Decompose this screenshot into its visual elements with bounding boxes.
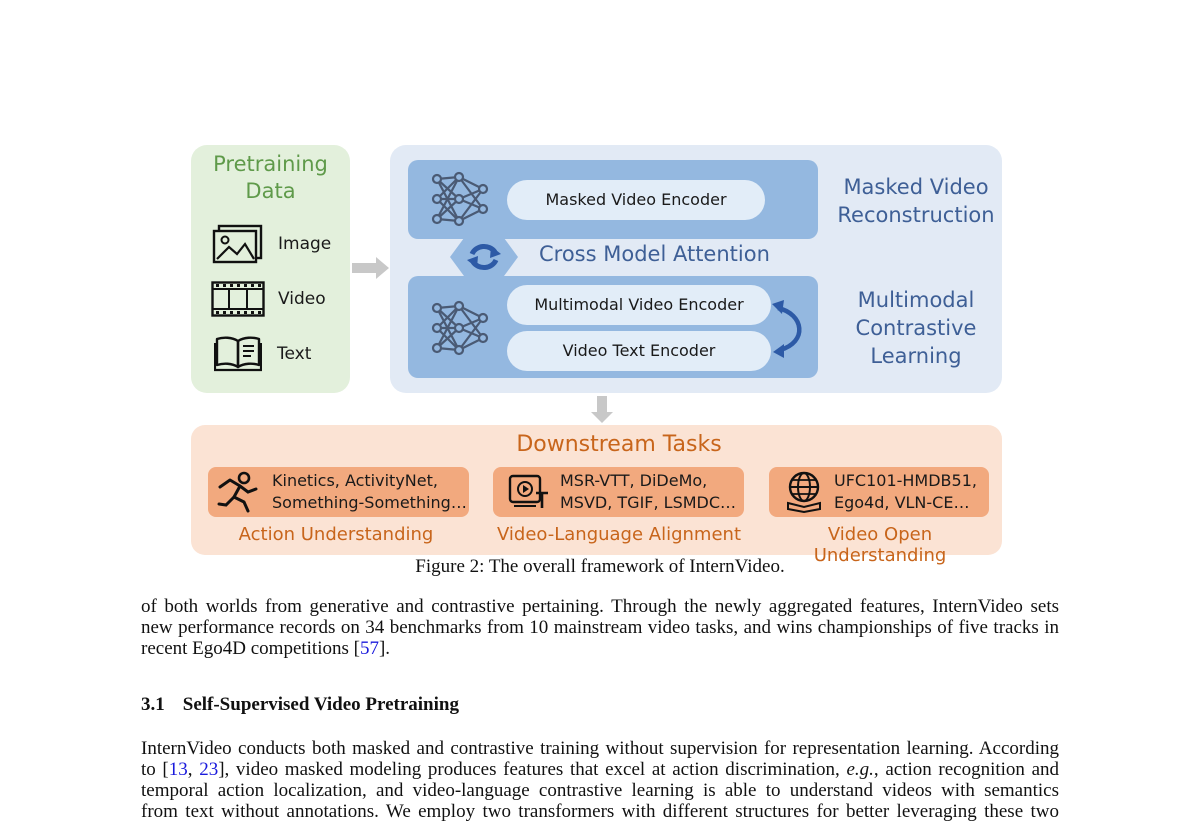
masked-video-reconstruction-label: Masked Video Reconstruction (837, 175, 995, 227)
task-datasets-video-language: MSR-VTT, DiDeMo, MSVD, TGIF, LSMDC… (560, 471, 737, 512)
video-text-encoder: Video Text Encoder (507, 331, 771, 371)
citation-link[interactable]: 23 (199, 759, 219, 780)
citation-link[interactable]: 13 (168, 759, 188, 780)
image-label: Image (278, 234, 332, 254)
video-open-understanding-label: Video Open Understanding (813, 524, 947, 566)
video-text-icon (508, 473, 550, 511)
task-datasets-action: Kinetics, ActivityNet, Something-Somethi… (272, 471, 467, 512)
figure-caption: Figure 2: The overall framework of Inter… (415, 556, 785, 577)
arrow-right-icon (352, 257, 390, 283)
task-datasets-open: UFC101-HMDB51, Ego4d, VLN-CE… (834, 471, 977, 512)
sync-arrows-icon (450, 238, 518, 276)
task-box-open (769, 467, 989, 517)
paragraph-intro: of both worlds from generative and contr… (141, 596, 1059, 659)
neural-network-icon (431, 171, 491, 227)
book-icon (214, 334, 262, 372)
multimodal-contrastive-learning-label: Multimodal Contrastive Learning (855, 288, 977, 368)
pretraining-data-title: Pretraining Data (213, 152, 328, 203)
downstream-tasks-title: Downstream Tasks (516, 432, 722, 457)
masked-video-encoder: Masked Video Encoder (507, 180, 765, 220)
cross-model-attention-label: Cross Model Attention (539, 242, 770, 266)
film-icon (211, 281, 265, 317)
text-label: Text (277, 344, 312, 364)
video-language-alignment-label: Video-Language Alignment (496, 524, 742, 545)
image-icon (212, 224, 264, 264)
action-understanding-label: Action Understanding (238, 524, 434, 545)
video-label: Video (278, 289, 326, 309)
arrow-down-icon (591, 396, 613, 428)
paragraph-pretraining: InternVideo conducts both masked and con… (141, 738, 1060, 822)
neural-network-icon (431, 300, 491, 356)
multimodal-video-encoder: Multimodal Video Encoder (507, 285, 771, 325)
running-person-icon (216, 471, 260, 513)
contrastive-arrow-icon (770, 298, 810, 360)
globe-book-icon (784, 471, 824, 513)
citation-link[interactable]: 57 (359, 638, 379, 659)
